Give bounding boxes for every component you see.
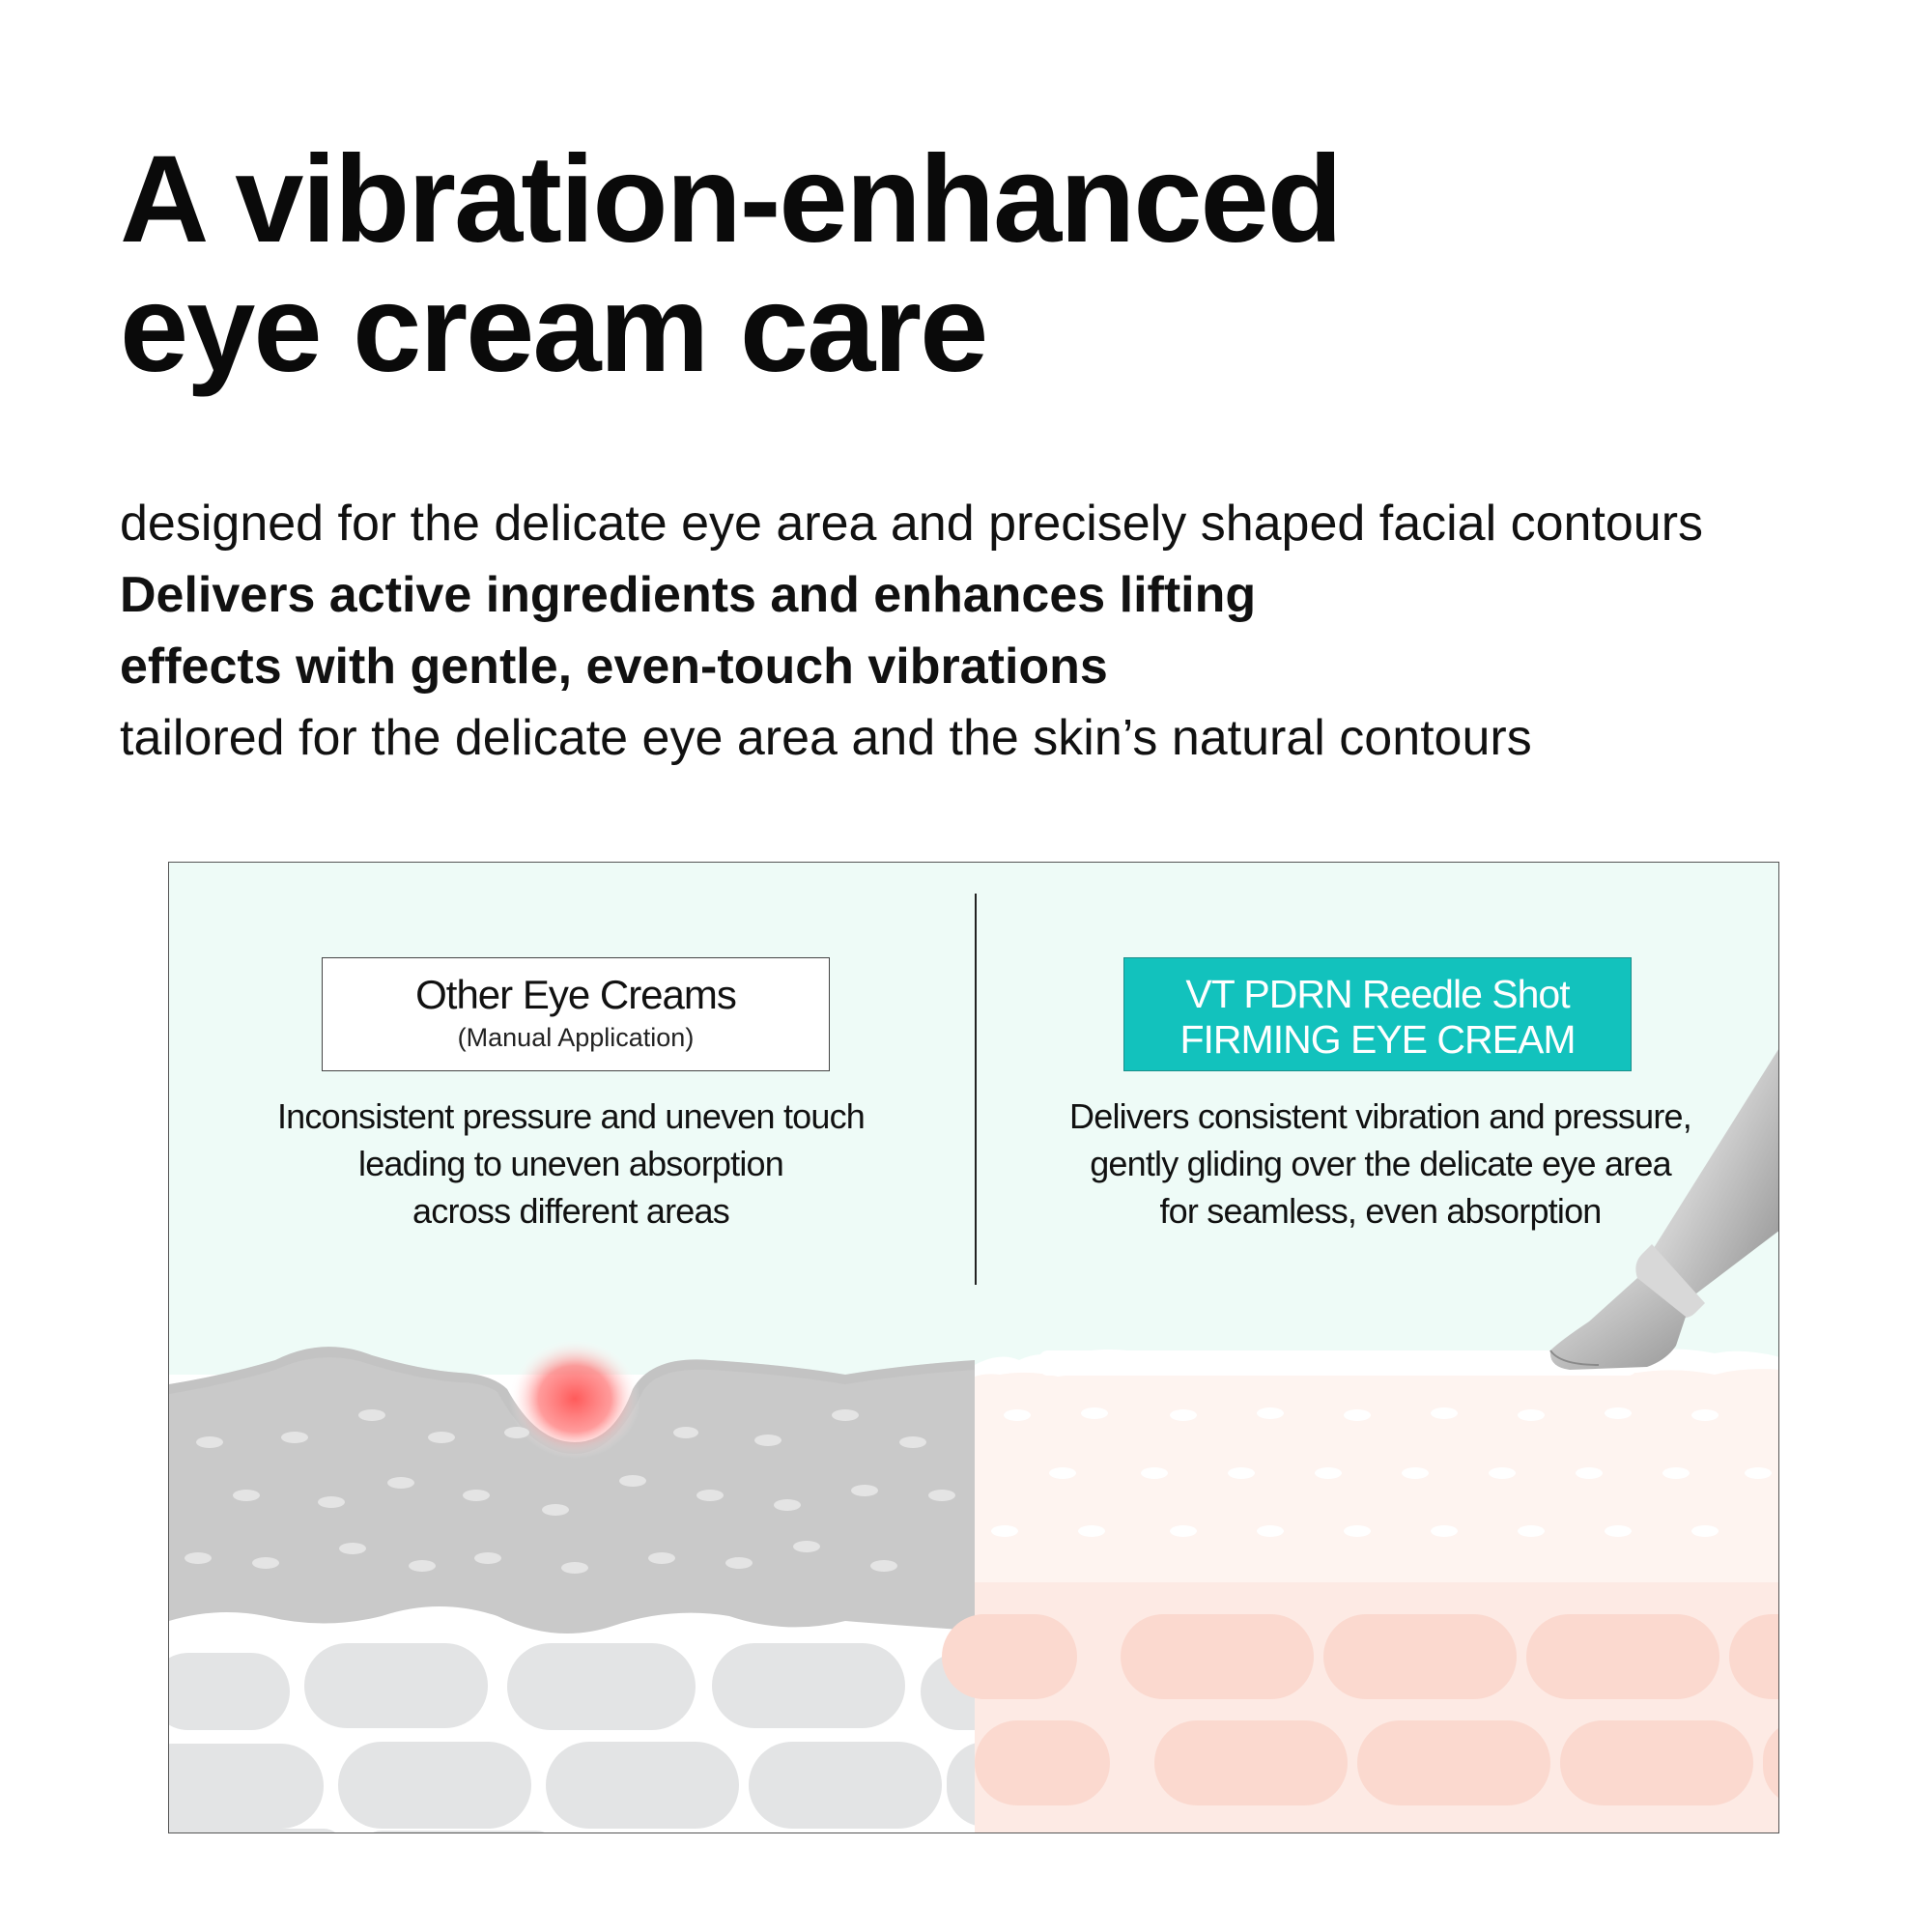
other-eye-creams-description: Inconsistent pressure and uneven touch l… (233, 1093, 909, 1235)
left-desc-line-2: leading to uneven absorption (358, 1144, 784, 1183)
left-desc-line-3: across different areas (412, 1191, 730, 1231)
right-skin-layers (942, 1349, 1778, 1833)
other-eye-creams-subtitle: (Manual Application) (457, 1023, 695, 1052)
subtext-line-2: Delivers active ingredients and enhances… (120, 567, 1257, 623)
center-divider (975, 894, 977, 1285)
subtext-line-1: designed for the delicate eye area and p… (120, 496, 1704, 552)
left-skin-layers (169, 1249, 1037, 1833)
other-eye-creams-label: Other Eye Creams (Manual Application) (322, 957, 830, 1071)
other-eye-creams-title: Other Eye Creams (415, 972, 737, 1017)
headline-line-2: eye cream care (120, 260, 988, 398)
vt-product-description: Delivers consistent vibration and pressu… (1042, 1093, 1719, 1235)
applicator-device-icon (1549, 1049, 1778, 1370)
vt-product-title-line-1: VT PDRN Reedle Shot (1185, 972, 1570, 1016)
skin-illustration (169, 1049, 1778, 1833)
headline-line-1: A vibration-enhanced (120, 130, 1343, 269)
subtext-block: designed for the delicate eye area and p… (120, 488, 1859, 774)
right-desc-line-1: Delivers consistent vibration and pressu… (1069, 1096, 1692, 1136)
right-desc-line-2: gently gliding over the delicate eye are… (1090, 1144, 1671, 1183)
vt-product-title-line-2: FIRMING EYE CREAM (1179, 1017, 1577, 1062)
subtext-line-3: effects with gentle, even-touch vibratio… (120, 639, 1108, 695)
comparison-panel: Other Eye Creams (Manual Application) VT… (168, 862, 1779, 1833)
vt-product-label: VT PDRN Reedle Shot FIRMING EYE CREAM (1123, 957, 1632, 1071)
right-desc-line-3: for seamless, even absorption (1159, 1191, 1602, 1231)
subtext-line-4: tailored for the delicate eye area and t… (120, 710, 1532, 766)
left-desc-line-1: Inconsistent pressure and uneven touch (276, 1096, 866, 1136)
page-headline: A vibration-enhanced eye cream care (120, 130, 1343, 398)
